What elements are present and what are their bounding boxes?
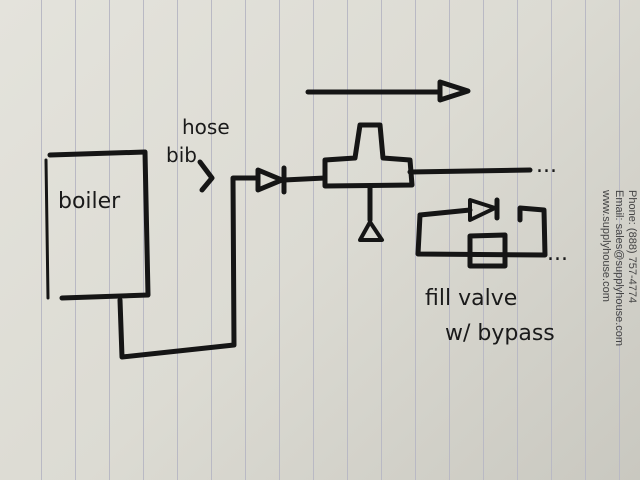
boiler-label: boiler	[58, 189, 121, 214]
email-text: Email: sales@supplyhouse.com	[613, 190, 625, 347]
fill-valve-bypass	[415, 197, 548, 269]
ellipsis-bottom: ...	[547, 241, 568, 266]
phone-text: Phone: (888) 757-4774	[626, 190, 638, 304]
bib-label: bib	[166, 143, 197, 167]
return-pipe	[117, 175, 261, 360]
boiler-box	[44, 149, 151, 301]
website-text: www.supplyhouse.com	[600, 190, 612, 302]
top-arrow-line	[305, 79, 471, 103]
ellipsis-top: ...	[536, 153, 557, 178]
hose-bib	[197, 159, 215, 193]
check-valve	[255, 165, 328, 195]
bypass-label: w/ bypass	[445, 321, 555, 346]
tee-fitting	[322, 122, 533, 242]
fill-valve-label: fill valve	[425, 286, 517, 311]
letterhead-footer: Phone: (888) 757-4774 Email: sales@suppl…	[599, 190, 638, 346]
hose-label: hose	[182, 115, 230, 139]
